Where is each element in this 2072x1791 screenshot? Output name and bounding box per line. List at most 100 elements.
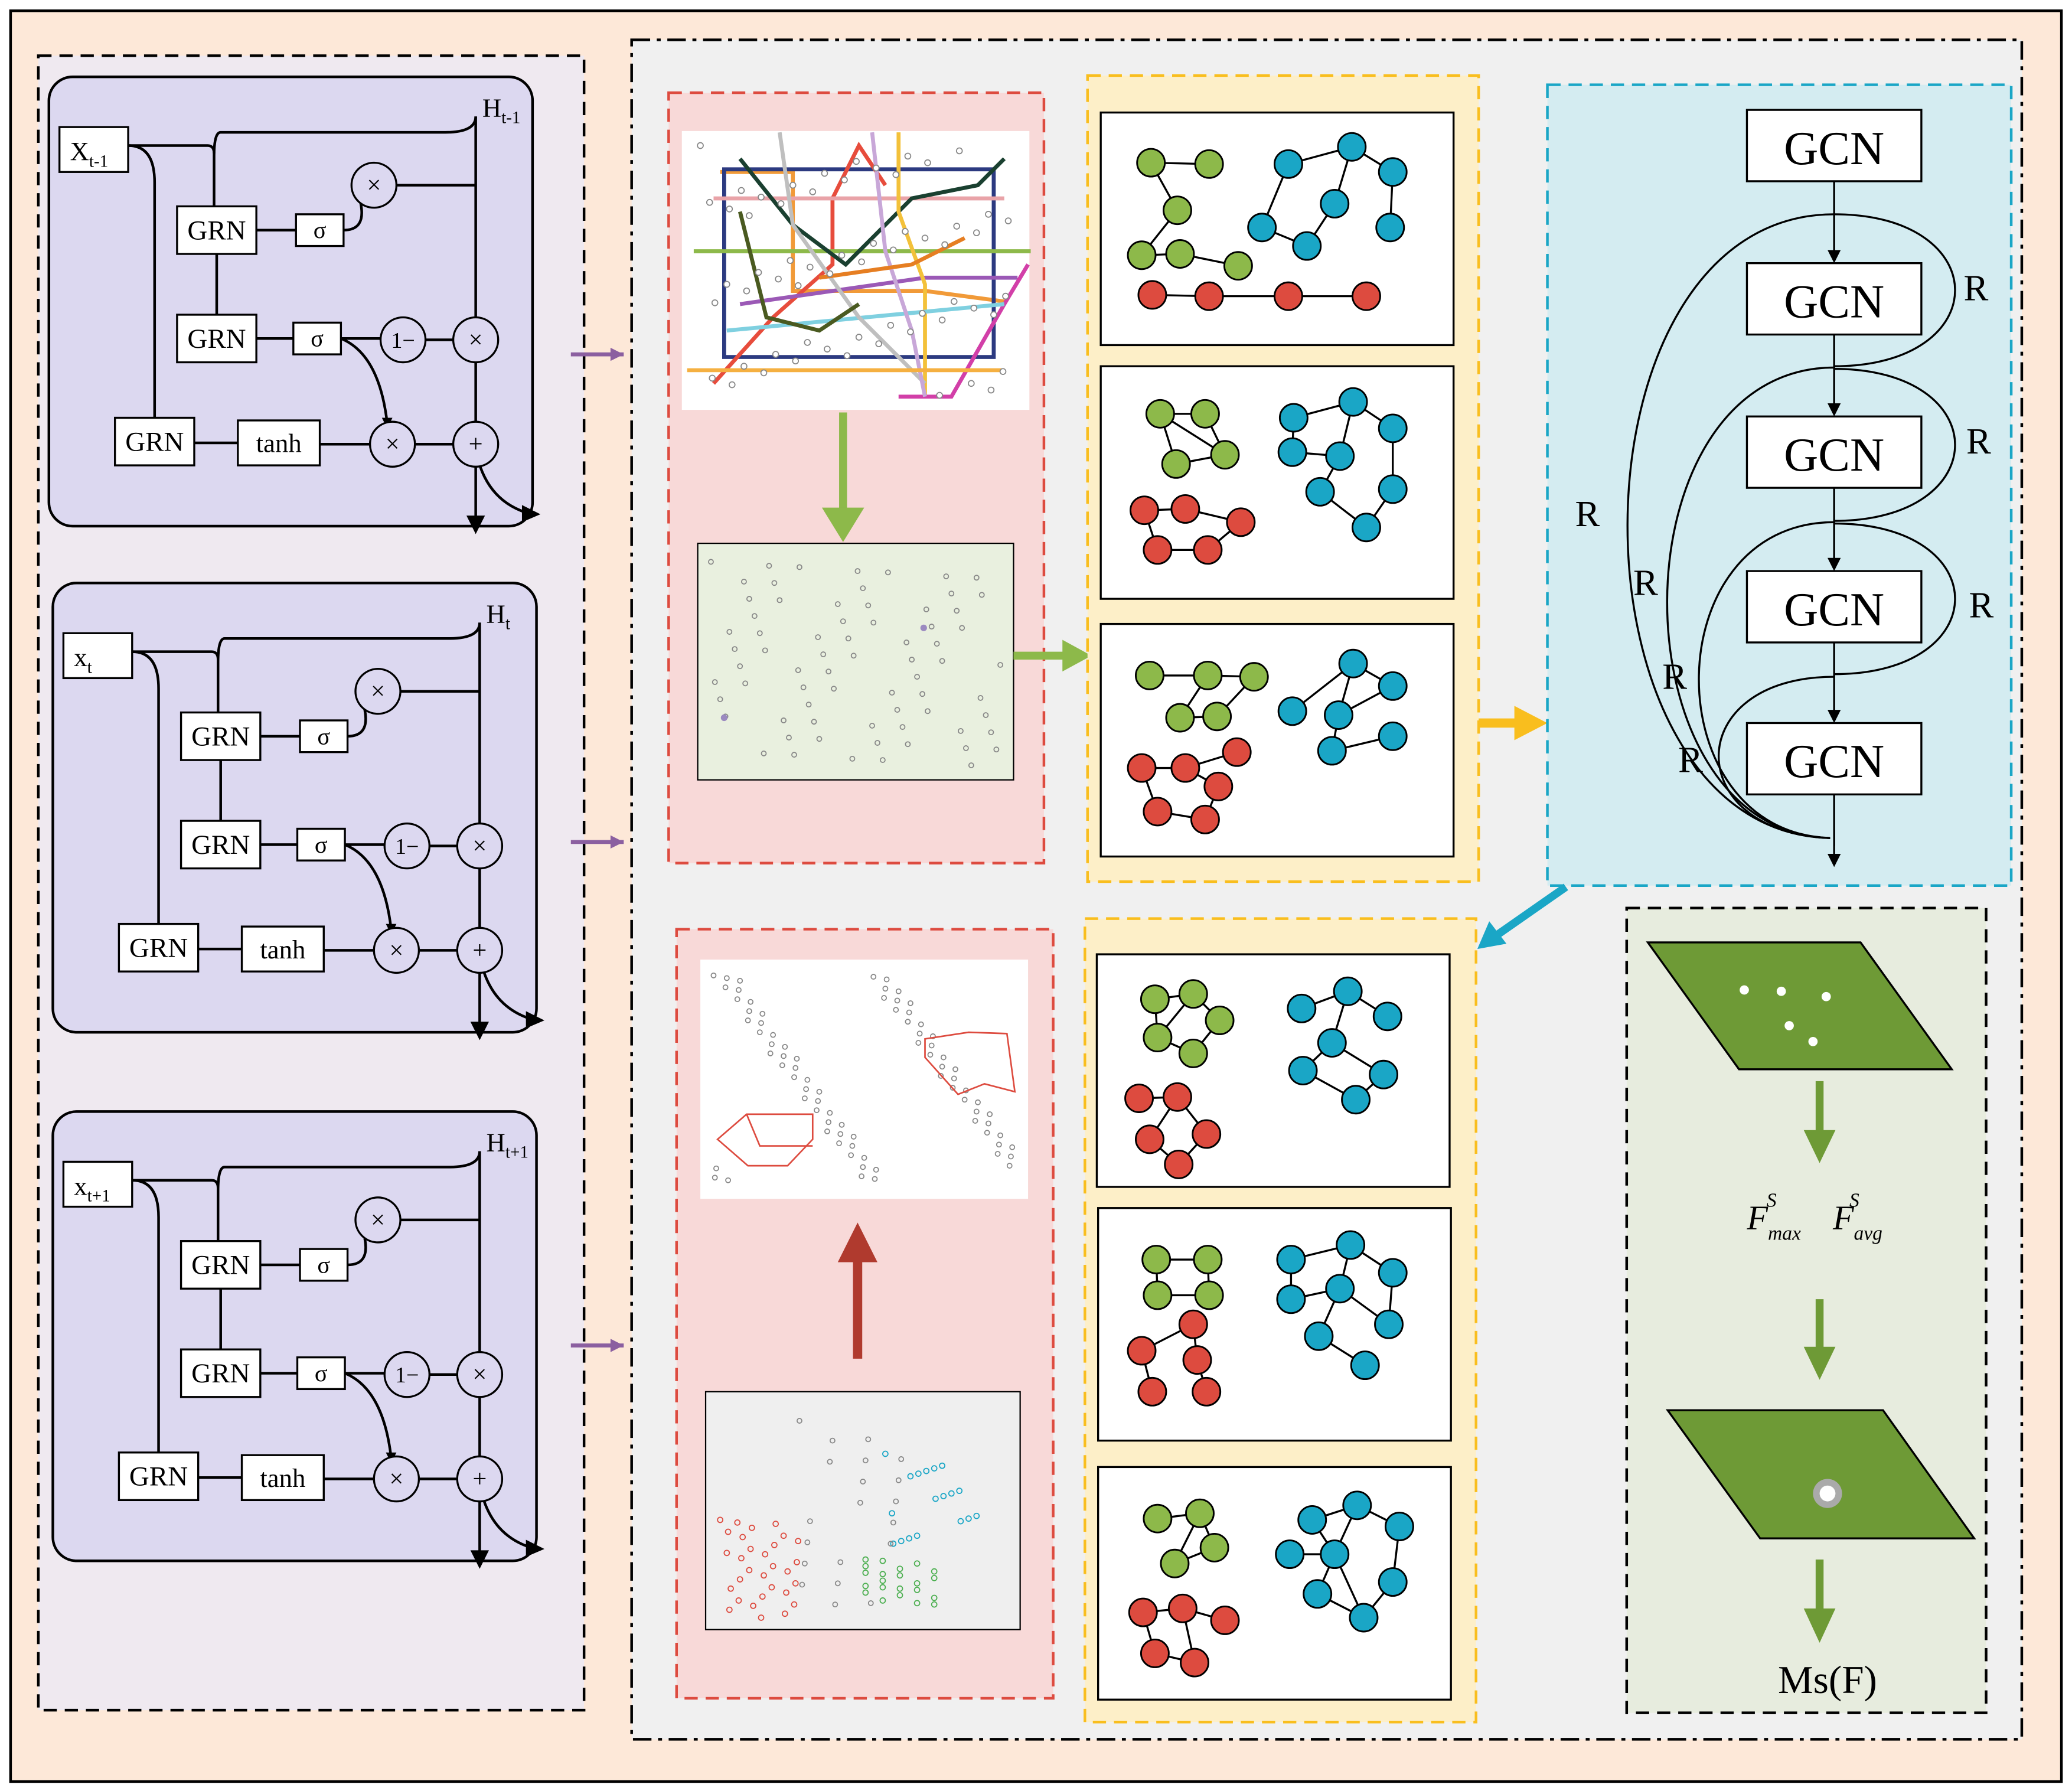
cluster-dot-grey bbox=[834, 1580, 841, 1587]
cluster-dot bbox=[938, 1073, 944, 1079]
cluster-dot bbox=[861, 1154, 867, 1161]
cluster-dot bbox=[825, 1119, 832, 1126]
cluster-dot-red bbox=[783, 1589, 789, 1596]
graph-box-2 bbox=[1099, 365, 1455, 600]
metro-station bbox=[772, 351, 779, 358]
residual-right-2 bbox=[1834, 368, 1956, 522]
add-state bbox=[456, 927, 504, 974]
station-dot bbox=[905, 741, 911, 748]
node-green bbox=[1190, 399, 1220, 429]
node-blue bbox=[1350, 1350, 1380, 1381]
add-state-label: + bbox=[469, 430, 483, 458]
mult-candidate-label: × bbox=[386, 430, 400, 458]
grn-1-label: GRN bbox=[191, 722, 250, 752]
cluster-dot-green bbox=[913, 1587, 921, 1593]
cluster-dot bbox=[837, 1131, 844, 1137]
metro-line-6 bbox=[739, 275, 1018, 306]
station-dot bbox=[766, 563, 772, 569]
cluster-dot-green bbox=[862, 1556, 869, 1563]
cluster-dot-blue bbox=[890, 1540, 897, 1547]
cluster-dot bbox=[759, 1010, 766, 1017]
cluster-dot bbox=[725, 1177, 731, 1183]
metro-station bbox=[907, 328, 914, 335]
cluster-dot bbox=[712, 1175, 718, 1181]
node-red bbox=[1210, 1606, 1240, 1635]
gcn-label-4: GCN bbox=[1784, 583, 1884, 636]
cluster-dot-green bbox=[913, 1580, 921, 1587]
node-green bbox=[1165, 239, 1195, 269]
up-arrow-darkred bbox=[837, 1222, 877, 1262]
node-red bbox=[1167, 1593, 1197, 1623]
metro-station bbox=[760, 369, 768, 377]
cluster-outline-1 bbox=[924, 1031, 1016, 1095]
metro-station bbox=[875, 340, 883, 348]
node-red bbox=[1170, 753, 1200, 783]
cluster-dot-grey bbox=[801, 1560, 808, 1567]
residual-right-3 bbox=[1834, 522, 1956, 676]
cluster-dot bbox=[803, 1086, 810, 1092]
tanh-label: tanh bbox=[260, 935, 305, 964]
cluster-dot bbox=[949, 1085, 956, 1091]
cluster-dot-green bbox=[862, 1570, 869, 1576]
cluster-dot-grey bbox=[799, 1581, 805, 1588]
cluster-dot bbox=[814, 1107, 820, 1114]
metro-station bbox=[821, 169, 828, 177]
cluster-dot-grey bbox=[796, 1418, 802, 1424]
cluster-dot-red bbox=[761, 1572, 767, 1579]
node-green bbox=[1239, 662, 1269, 692]
node-blue bbox=[1369, 1059, 1399, 1089]
graph-box-5 bbox=[1097, 1207, 1452, 1442]
cluster-dot bbox=[1008, 1153, 1014, 1160]
node-green bbox=[1165, 703, 1195, 733]
cluster-dot bbox=[756, 1029, 763, 1036]
sigma-gate-2-label: σ bbox=[315, 831, 328, 858]
cluster-dot-red bbox=[771, 1542, 778, 1548]
node-blue bbox=[1320, 189, 1350, 218]
metro-lines bbox=[687, 132, 1031, 399]
cluster-dot bbox=[881, 995, 887, 1001]
node-red bbox=[1192, 1119, 1222, 1149]
node-red bbox=[1135, 1124, 1164, 1154]
metro-station bbox=[807, 263, 814, 271]
cluster-dot-blue bbox=[932, 1495, 939, 1502]
node-blue bbox=[1378, 1567, 1408, 1597]
station-dot bbox=[978, 592, 985, 598]
metro-station bbox=[870, 240, 877, 247]
node-blue bbox=[1378, 1258, 1408, 1288]
node-red bbox=[1273, 281, 1303, 311]
metro-station bbox=[789, 181, 797, 189]
station-dot bbox=[939, 658, 945, 664]
cluster-dot-grey bbox=[860, 1479, 866, 1485]
input-box bbox=[62, 632, 133, 680]
node-green bbox=[1143, 1503, 1173, 1534]
metro-station bbox=[889, 246, 897, 254]
cluster-dot bbox=[850, 1133, 857, 1140]
mult-update bbox=[456, 822, 504, 870]
cluster-dot-red bbox=[792, 1580, 799, 1587]
metro-station bbox=[950, 298, 958, 305]
cluster-dot bbox=[736, 987, 742, 993]
cluster-dot-red bbox=[769, 1562, 776, 1570]
grn-3 bbox=[118, 1451, 200, 1502]
node-green bbox=[1160, 1548, 1190, 1578]
mult-forget-label: × bbox=[371, 677, 385, 705]
mult-update-label: × bbox=[472, 1361, 487, 1388]
cluster-dot-blue bbox=[907, 1473, 914, 1480]
metro-station bbox=[872, 164, 880, 172]
highlight-dot bbox=[720, 714, 727, 722]
metro-station bbox=[970, 304, 978, 312]
node-blue bbox=[1288, 1056, 1318, 1085]
cluster-dot bbox=[804, 1076, 811, 1083]
cluster-dot-green bbox=[879, 1571, 886, 1578]
metro-station bbox=[723, 280, 730, 288]
cluster-dot-grey bbox=[827, 1459, 833, 1465]
cluster-dot bbox=[734, 996, 740, 1003]
node-blue bbox=[1317, 736, 1347, 766]
cluster-dot-red bbox=[746, 1567, 753, 1574]
residual-right-2-label: R bbox=[1966, 420, 1991, 462]
station-dot bbox=[885, 569, 891, 576]
cluster-dot-green bbox=[862, 1583, 869, 1590]
input-box bbox=[62, 1160, 133, 1208]
mult-update-label: × bbox=[469, 326, 483, 354]
